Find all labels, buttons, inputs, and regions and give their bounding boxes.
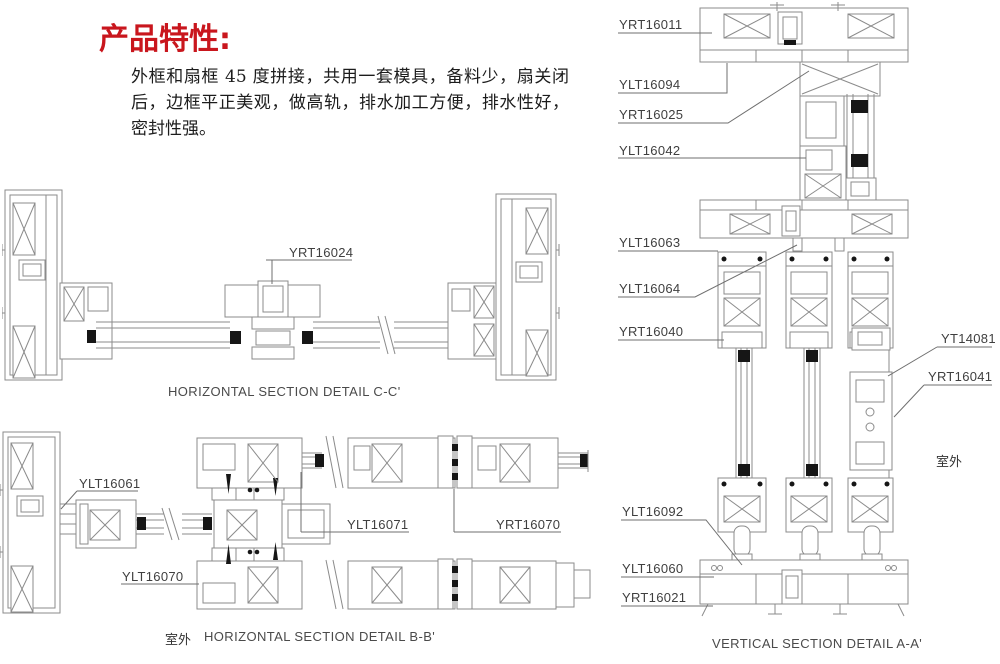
label-ylt16094: YLT16094 bbox=[619, 77, 681, 92]
label-yrt16021: YRT16021 bbox=[622, 590, 687, 605]
aa-head-frame bbox=[699, 2, 909, 63]
drawing-vertical-section-aa bbox=[699, 2, 909, 617]
label-ylt16042: YLT16042 bbox=[619, 143, 681, 158]
cc-right-corner-sash bbox=[447, 282, 501, 360]
aa-bottom-sash-column-3 bbox=[847, 477, 894, 557]
bb-fixed-frame bbox=[211, 487, 331, 562]
aa-mid-frame bbox=[699, 199, 909, 252]
aa-top-sash-column-1 bbox=[717, 251, 767, 349]
aa-caption: VERTICAL SECTION DETAIL A-A' bbox=[712, 636, 923, 651]
aa-sill-frame bbox=[699, 553, 909, 617]
cc-glazing-left bbox=[96, 321, 241, 349]
cc-left-corner-sash bbox=[59, 282, 113, 360]
label-ylt16060: YLT16060 bbox=[622, 561, 684, 576]
bb-left-jamb-profile bbox=[0, 431, 77, 614]
aa-upper-sash-assembly bbox=[799, 61, 881, 201]
aa-glass-column-2 bbox=[803, 348, 821, 478]
label-yrt16011: YRT16011 bbox=[619, 17, 683, 32]
label-yrt16024: YRT16024 bbox=[289, 245, 354, 260]
cc-right-jamb-profile bbox=[495, 193, 560, 381]
cc-center-meeting-stile bbox=[224, 280, 321, 360]
label-yrt16040: YRT16040 bbox=[619, 324, 684, 339]
bb-top-rail bbox=[196, 435, 589, 496]
label-yrt16041: YRT16041 bbox=[928, 369, 993, 384]
cc-left-jamb-profile bbox=[2, 189, 63, 381]
aa-column-3-connectors bbox=[849, 327, 893, 478]
aa-bottom-sash-column-1 bbox=[717, 477, 767, 557]
drawing-horizontal-section-cc bbox=[2, 189, 560, 381]
label-ylt16070: YLT16070 bbox=[122, 569, 184, 584]
bb-middle-glazing bbox=[136, 507, 212, 541]
aa-bottom-sash-column-2 bbox=[785, 477, 833, 557]
label-yt14081: YT14081 bbox=[941, 331, 996, 346]
label-yrt16070: YRT16070 bbox=[496, 517, 561, 532]
label-ylt16071: YLT16071 bbox=[347, 517, 409, 532]
page-title: 产品特性: bbox=[99, 22, 231, 57]
drawing-horizontal-section-bb bbox=[0, 431, 591, 614]
aa-outdoor-label: 室外 bbox=[936, 455, 963, 470]
aa-top-sash-column-2 bbox=[785, 251, 833, 349]
product-description: 外框和扇框 45 度拼接，共用一套模具，备料少，扇关闭后，边框平正美观，做高轨，… bbox=[131, 67, 569, 139]
label-ylt16063: YLT16063 bbox=[619, 235, 681, 250]
bb-outdoor-label: 室外 bbox=[165, 633, 192, 648]
label-ylt16092: YLT16092 bbox=[622, 504, 684, 519]
cc-caption: HORIZONTAL SECTION DETAIL C-C' bbox=[168, 384, 401, 399]
cc-glazing-right bbox=[313, 315, 461, 355]
aa-glass-column-1 bbox=[735, 348, 753, 478]
bb-middle-sash bbox=[75, 499, 137, 549]
label-yrt16025: YRT16025 bbox=[619, 107, 684, 122]
bb-caption: HORIZONTAL SECTION DETAIL B-B' bbox=[204, 629, 436, 644]
label-ylt16061: YLT16061 bbox=[79, 476, 141, 491]
bb-bottom-rail bbox=[196, 542, 591, 610]
label-ylt16064: YLT16064 bbox=[619, 281, 681, 296]
